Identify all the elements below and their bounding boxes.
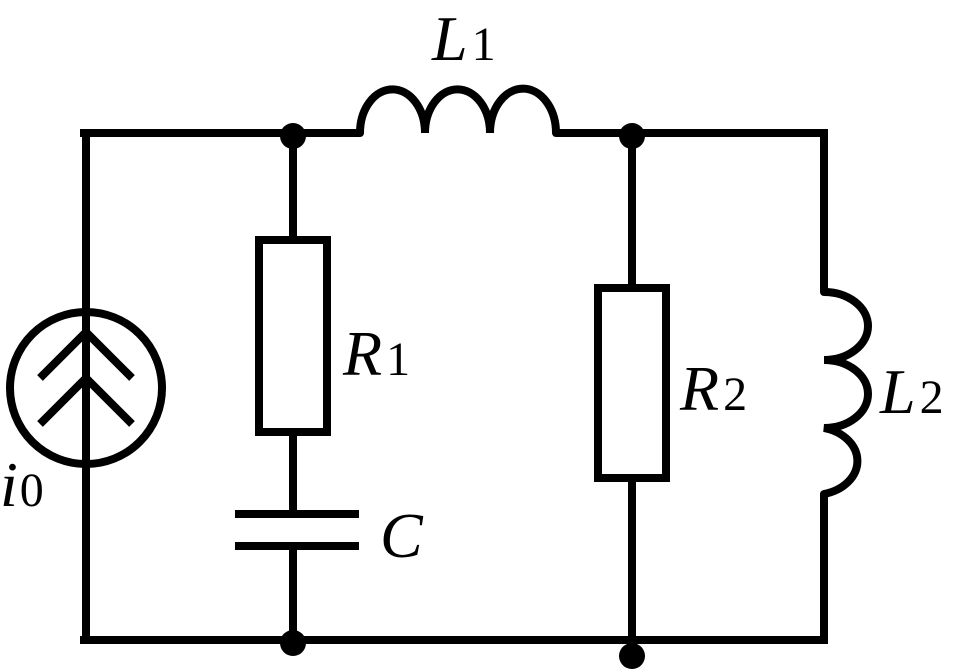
label-i0: i0 [0, 449, 44, 520]
inductor-l2 [820, 288, 872, 498]
resistor-r2 [594, 284, 670, 482]
node-bottom-left [280, 630, 306, 656]
node-top-right [619, 123, 645, 149]
label-c: C [380, 500, 424, 571]
label-l1: L1 [431, 3, 496, 74]
resistor-r1 [255, 236, 331, 436]
node-bottom-right [619, 643, 645, 669]
label-r2: R2 [679, 353, 747, 424]
current-source-i0 [6, 308, 166, 468]
label-l2: L2 [879, 356, 944, 427]
inductor-l1 [356, 84, 560, 137]
node-top-left [280, 123, 306, 149]
label-r1: R1 [342, 318, 410, 389]
